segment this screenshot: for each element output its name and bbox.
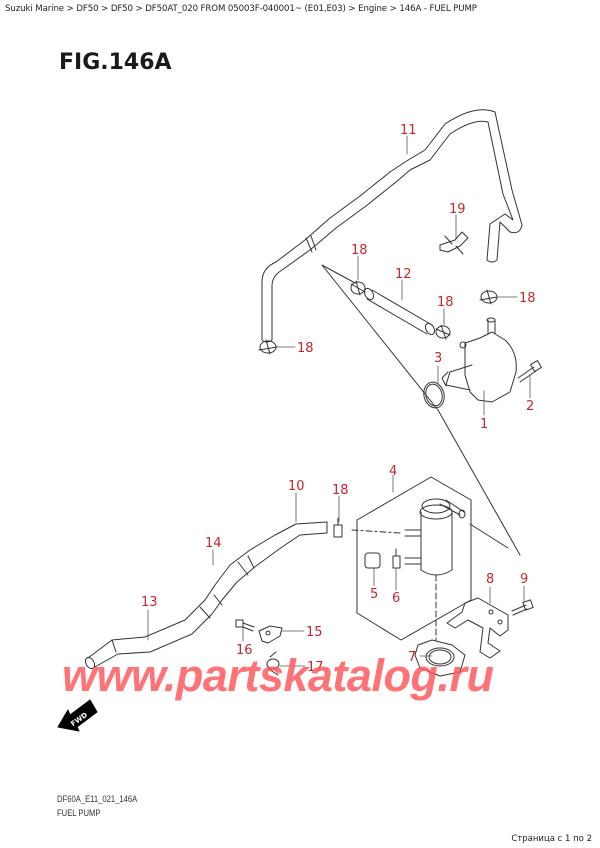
callout-2[interactable]: 2	[526, 399, 534, 414]
callout-18-c[interactable]: 18	[519, 291, 536, 306]
bolt-16[interactable]	[235, 619, 255, 632]
bolt-9[interactable]	[511, 599, 534, 616]
clip-18-c[interactable]	[479, 289, 498, 305]
figure-code: DF60A_E11_021_146A	[57, 794, 138, 804]
callout-7[interactable]: 7	[408, 650, 416, 665]
callout-1[interactable]: 1	[480, 417, 488, 432]
callout-3[interactable]: 3	[434, 351, 442, 366]
bracket-8[interactable]	[446, 597, 509, 659]
callout-19[interactable]: 19	[449, 202, 466, 217]
fwd-arrow-icon	[57, 699, 98, 732]
clip-18-e[interactable]	[333, 517, 343, 538]
fuel-pump-1[interactable]	[441, 317, 517, 403]
callout-17[interactable]: 17	[307, 660, 324, 675]
o-ring-3[interactable]	[421, 380, 447, 410]
callout-15[interactable]: 15	[306, 625, 323, 640]
callout-16[interactable]: 16	[236, 643, 253, 658]
hose-11[interactable]	[261, 109, 523, 343]
callout-6[interactable]: 6	[392, 591, 400, 606]
callout-11[interactable]: 11	[400, 123, 417, 138]
clamp-15[interactable]	[258, 625, 283, 644]
breadcrumb[interactable]: Suzuki Marine > DF50 > DF50 > DF50AT_020…	[5, 4, 477, 14]
clamp-19[interactable]	[439, 231, 469, 255]
clip-17[interactable]	[266, 651, 280, 676]
callout-12[interactable]: 12	[395, 267, 412, 282]
hose-10-13[interactable]	[84, 521, 328, 670]
bolt-2[interactable]	[517, 360, 542, 383]
callout-5[interactable]: 5	[370, 587, 378, 602]
filter-holder-7[interactable]	[414, 639, 466, 677]
fuel-filter-assy-4[interactable]	[351, 476, 509, 641]
figure-title: FIG.146A	[59, 50, 172, 75]
cushion-5[interactable]	[364, 552, 381, 569]
callout-4[interactable]: 4	[389, 464, 397, 479]
clip-6[interactable]	[392, 548, 401, 569]
callout-18-e[interactable]: 18	[332, 483, 349, 498]
callout-9[interactable]: 9	[520, 572, 528, 587]
clip-18-a[interactable]	[350, 280, 366, 296]
callout-8[interactable]: 8	[486, 572, 494, 587]
watermark: www.partskatalog.ru	[62, 650, 494, 701]
clip-18-d[interactable]	[258, 339, 278, 355]
hose-12[interactable]	[363, 287, 437, 336]
callout-18-d[interactable]: 18	[297, 341, 314, 356]
callout-10[interactable]: 10	[288, 479, 305, 494]
page-indicator: Страница с 1 по 2	[511, 834, 592, 844]
clip-18-b[interactable]	[435, 324, 451, 340]
callout-18-a[interactable]: 18	[351, 243, 368, 258]
callout-13[interactable]: 13	[141, 595, 158, 610]
callout-18-b[interactable]: 18	[437, 295, 454, 310]
callout-14[interactable]: 14	[205, 536, 222, 551]
figure-name: FUEL PUMP	[57, 808, 101, 818]
